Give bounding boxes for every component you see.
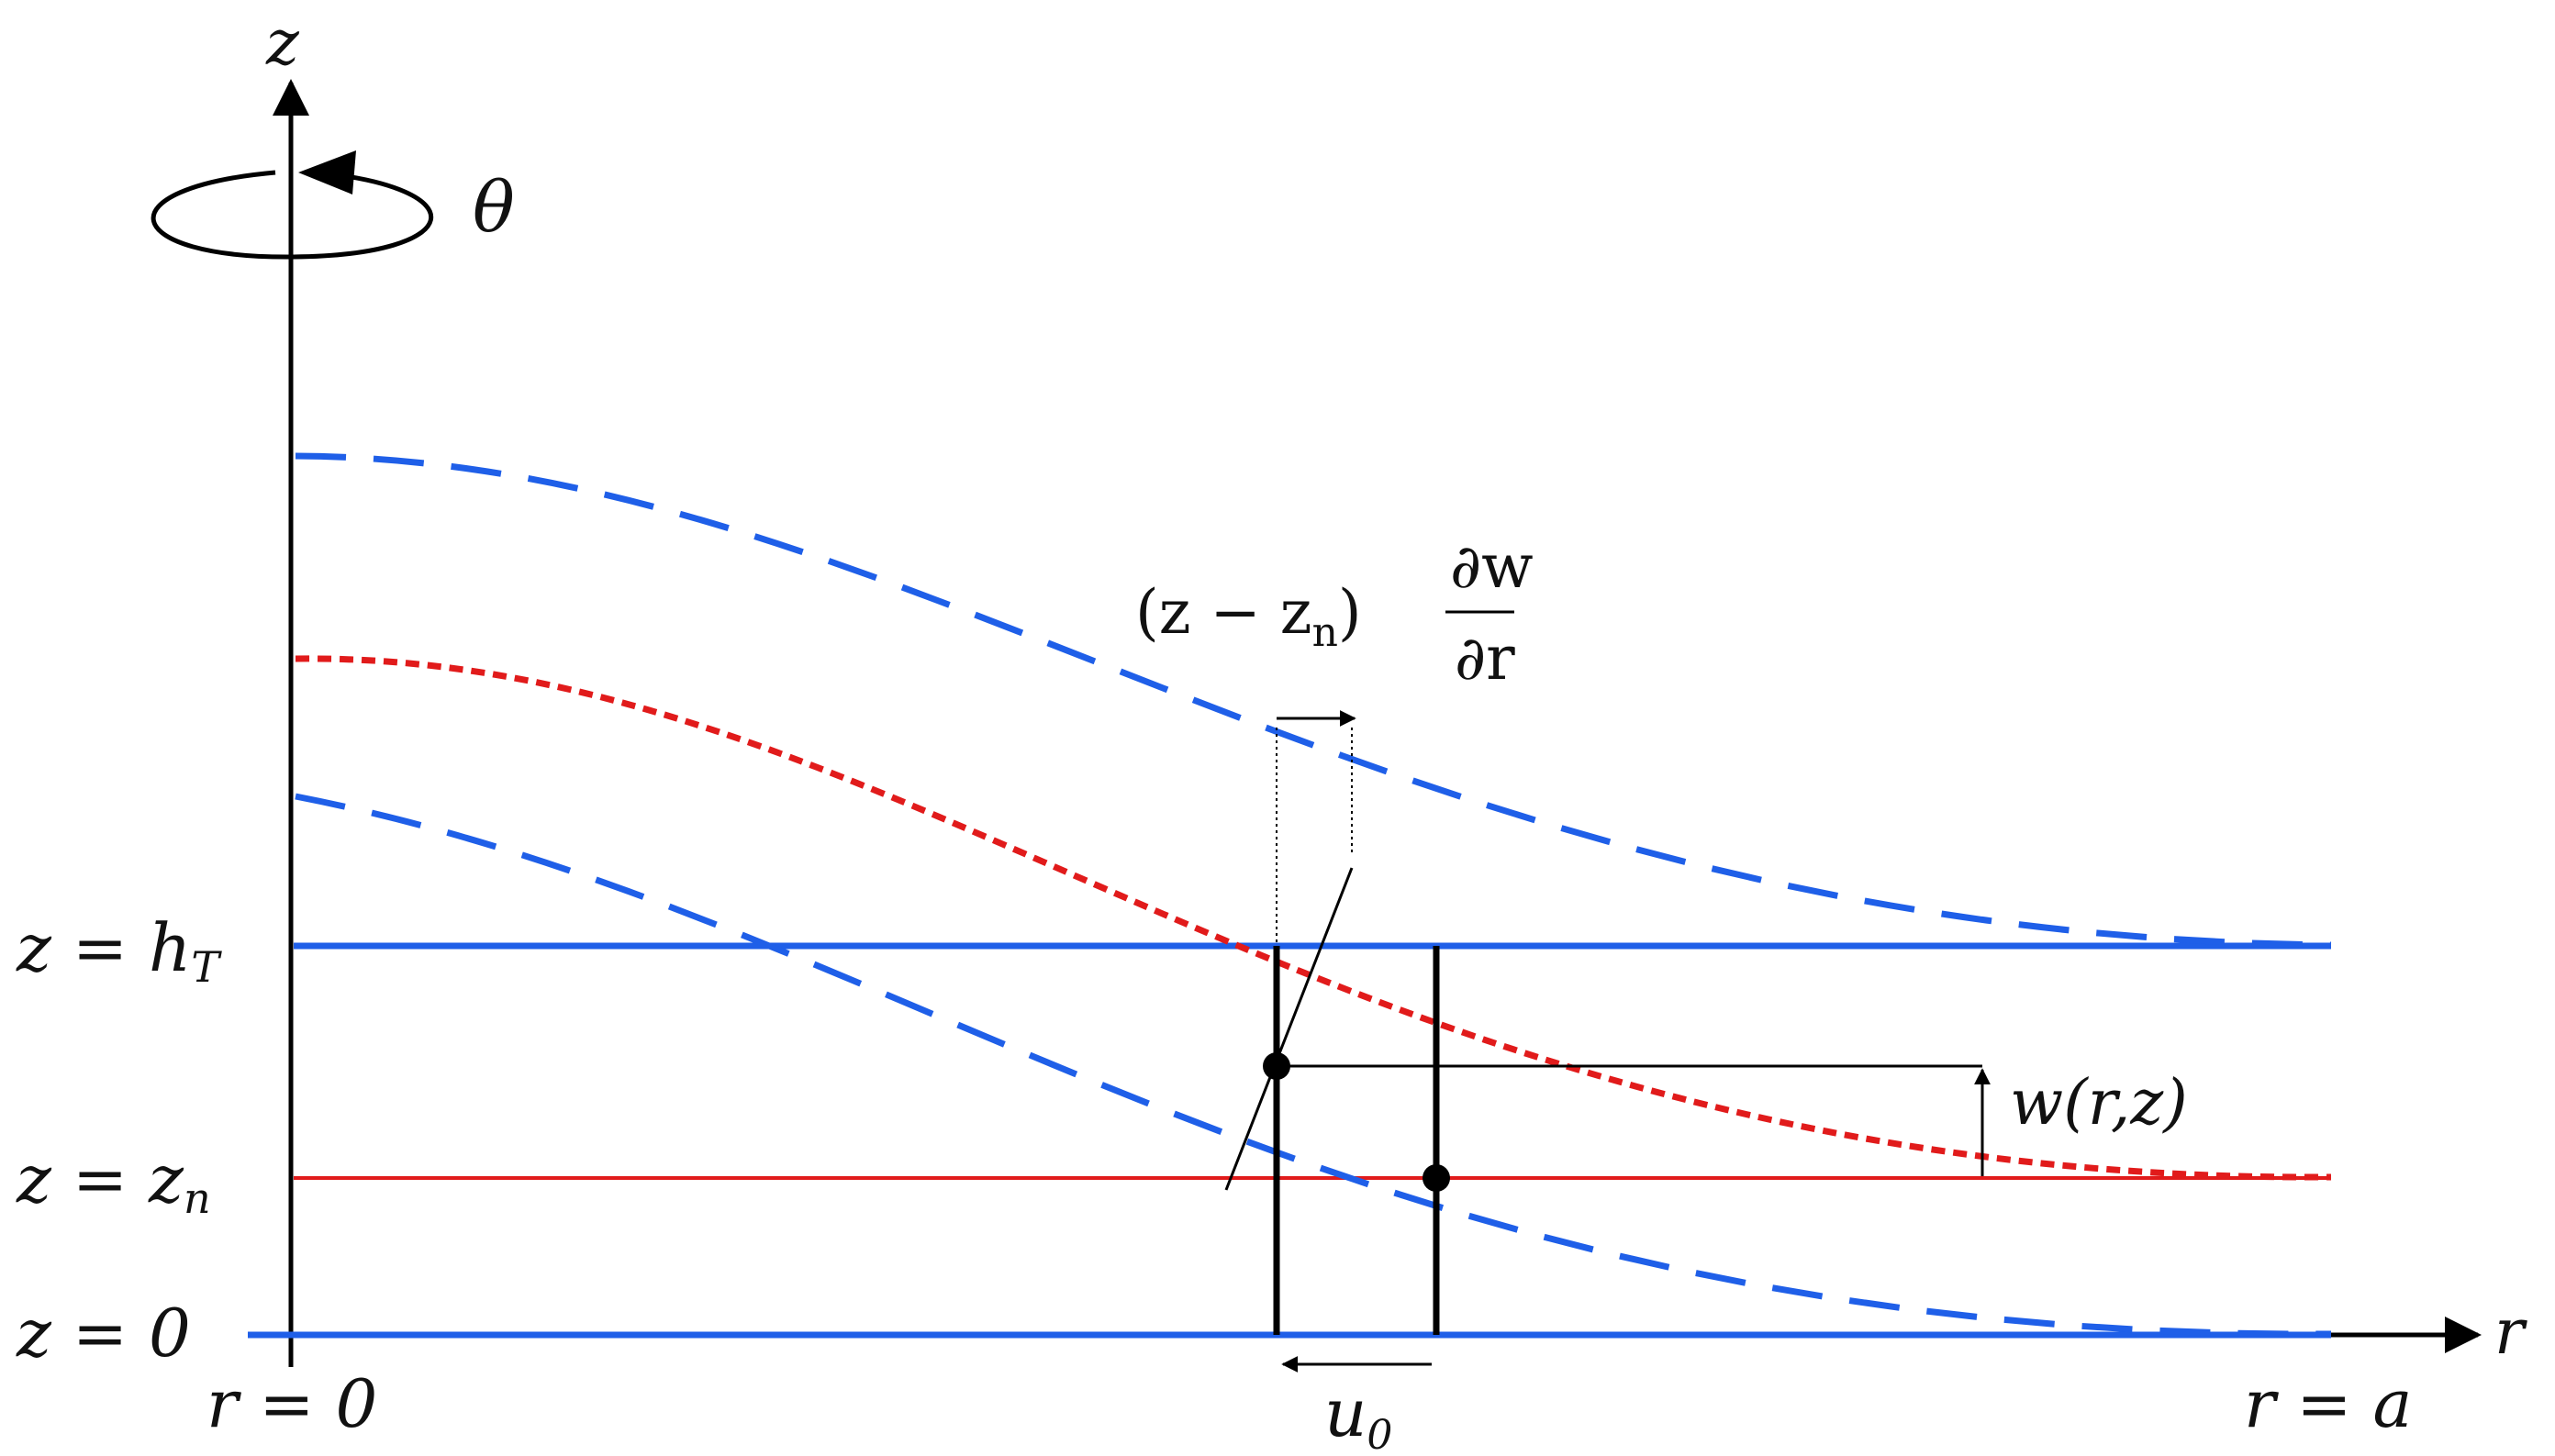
theta-label: θ <box>473 166 515 248</box>
partial-w-label: ∂w <box>1450 531 1534 602</box>
bottom-surface-label: z = 0 <box>16 1295 191 1372</box>
u0-label: u0 <box>1324 1374 1392 1456</box>
deformed-neutral-surface <box>295 655 2332 1181</box>
deformed-point <box>1263 1052 1290 1080</box>
top-surface-label: z = hT <box>16 909 222 992</box>
rotation-term-label: (z − zn) <box>1135 577 1362 656</box>
neutral-plane-label: z = zn <box>16 1140 211 1223</box>
r-axis-label: r <box>2494 1296 2527 1369</box>
theta-rotation-icon <box>151 170 434 260</box>
deformed-bottom-surface <box>295 793 2332 1338</box>
neutral-point <box>1423 1164 1450 1192</box>
rotated-normal-line <box>1224 867 1354 1191</box>
deformed-top-surface <box>295 452 2332 949</box>
r-edge-label: r = a <box>2244 1365 2412 1442</box>
theta-arrowhead-icon <box>298 150 356 195</box>
partial-r-label: ∂r <box>1455 623 1515 694</box>
r-origin-label: r = 0 <box>206 1365 377 1442</box>
z-axis-label: z <box>265 7 300 80</box>
deflection-label: w(r,z) <box>2010 1067 2188 1139</box>
